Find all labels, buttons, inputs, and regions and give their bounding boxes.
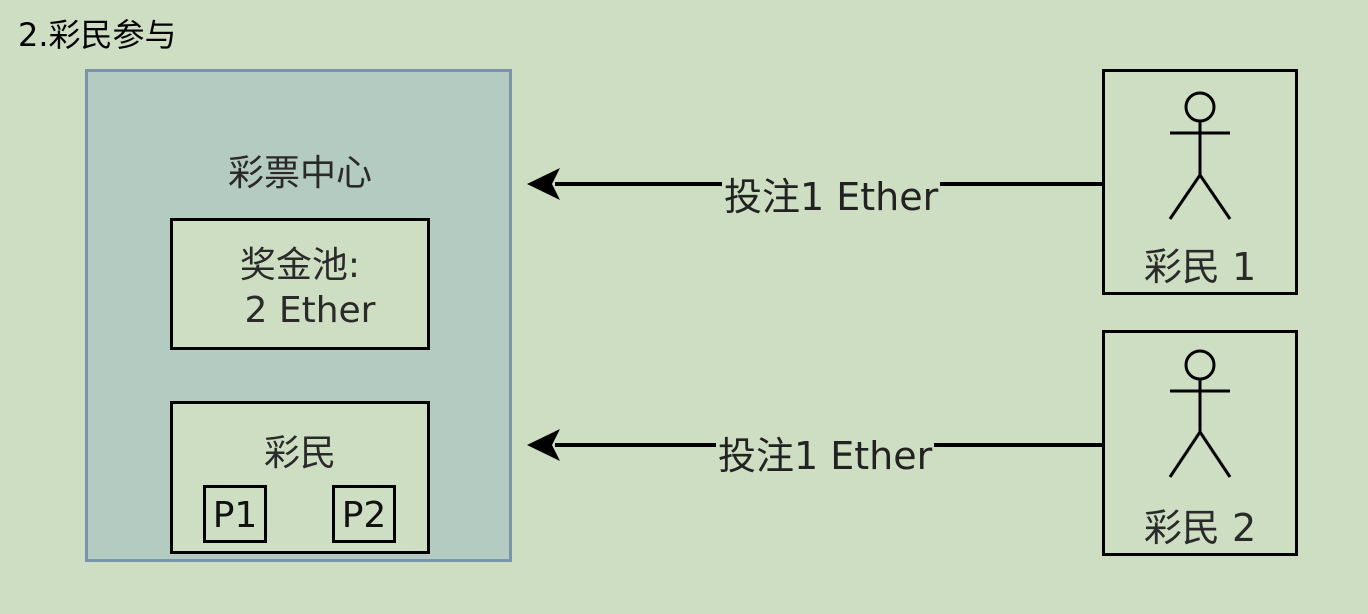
players-label: 彩民: [263, 433, 336, 474]
bet-label-1: 投注1 Ether: [722, 166, 941, 221]
prize-pool-label: 奖金池:: [239, 245, 361, 286]
player-chip-p1: P1: [203, 485, 267, 543]
lottery-player-1-label: 彩民 1: [1143, 245, 1257, 289]
lottery-player-2-box: [1102, 330, 1298, 556]
lottery-player-2-label: 彩民 2: [1143, 506, 1257, 550]
stick-figure-1-icon: [1168, 91, 1232, 220]
lottery-player-1-box: [1102, 69, 1298, 295]
prize-pool-value: 2 Ether: [244, 290, 376, 331]
stick-figure-2-icon: [1168, 349, 1232, 478]
lottery-center-title: 彩票中心: [227, 153, 372, 194]
page-title: 2.彩民参与: [18, 16, 177, 54]
player-chip-p2: P2: [332, 485, 396, 543]
prize-pool-box: [170, 218, 430, 350]
bet-label-2: 投注1 Ether: [716, 425, 935, 480]
